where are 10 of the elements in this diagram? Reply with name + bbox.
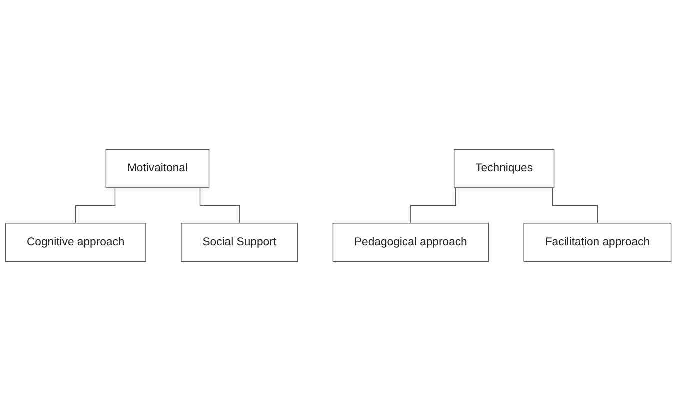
connector	[552, 188, 598, 224]
connector	[200, 188, 240, 224]
node-box: Cognitive approach	[5, 223, 146, 262]
node-box: Pedagogical approach	[332, 223, 489, 262]
connector	[76, 188, 116, 224]
node-box: Social Support	[181, 223, 298, 262]
connector	[410, 188, 456, 224]
node-box: Techniques	[454, 150, 555, 189]
node-box: Motivaitonal	[106, 150, 210, 189]
node-box: Facilitation approach	[524, 223, 672, 262]
